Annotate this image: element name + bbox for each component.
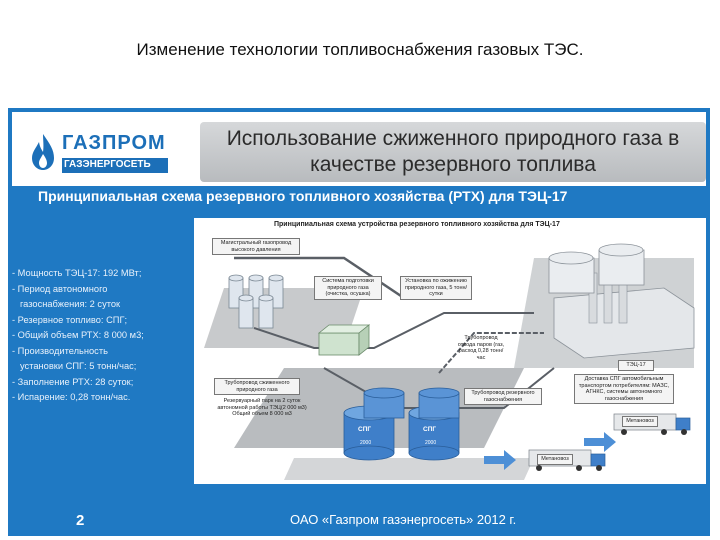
diagram-title: Принципиальная схема устройства резервно… [274,221,560,228]
list-item: - Общий объем РТХ: 8 000 м3; [12,330,144,340]
label-tanker-2: Метановоз [537,454,573,465]
label-gas-prep: Система подготовки природного газа (очис… [314,276,382,300]
lng-tank-2 [408,405,460,461]
list-item: - Мощность ТЭЦ-17: 192 МВт; [12,268,142,278]
list-item: - Заполнение РТХ: 28 суток; [12,376,134,387]
page-title: Изменение технологии топливоснабжения га… [136,40,584,59]
label-reserve-park: Резервуарный парк на 2 суток автономной … [217,398,307,417]
logo-word-gazenergoset: ГАЗЭНЕРГОСЕТЬ [64,159,151,170]
tec-building [553,267,695,359]
label-delivery: Доставка СПГ автомобильным транспортом п… [574,374,674,404]
company-logo: ГАЗПРОМ ГАЗЭНЕРГОСЕТЬ [24,124,174,180]
road [284,458,534,480]
liquefaction-unit [317,324,371,356]
list-item: - Производительность [12,345,108,356]
list-item: - Резервное топливо: СПГ; [12,314,128,325]
list-item: - Испарение: 0,28 тонн/час. [12,392,131,402]
logo-bar [62,158,168,173]
slide: ГАЗПРОМ ГАЗЭНЕРГОСЕТЬ Использование сжиж… [8,108,710,536]
delivery-arrow-1 [484,450,516,470]
label-reserve-pipe: Трубопровод резервного газоснабжения [464,388,542,405]
label-lng-pipe: Трубопровод сжиженного природного газа [214,378,300,395]
boiloff-pipe [438,332,544,374]
logo-word-gazprom: ГАЗПРОМ [62,132,166,154]
banner-line-2: качестве резервного топлива [310,153,596,176]
label-pipeline: Магистральный газопровод высокого давлен… [212,238,300,255]
schematic-drawing [204,243,695,480]
label-tanker-1: Метановоз [622,416,658,427]
schematic-diagram: Принципиальная схема устройства резервно… [194,218,706,484]
list-item: газоснабжения: 2 суток [20,299,121,309]
lng-tank-back-1 [363,387,460,419]
list-item: установки СПГ: 5 тонн/час; [20,361,137,371]
slide-page-number: 2 [76,512,85,529]
label-tec: ТЭЦ-17 [618,360,654,371]
list-item: - Период автономного [12,283,108,294]
title-banner: Использование сжиженного природного газа… [200,122,706,182]
slide-header: ГАЗПРОМ ГАЗЭНЕРГОСЕТЬ Использование сжиж… [12,112,706,186]
tank-2-volume: 2000 [425,440,437,446]
label-boiloff: Трубопровод отвода паров (газ, расход 0,… [457,335,505,361]
tank-1-volume: 2000 [360,440,372,446]
slide-subtitle: Принципиальная схема резервного топливно… [38,188,568,204]
tank-1-label: СПГ [358,426,372,433]
flame-icon [32,134,54,170]
gas-pipe [253,312,534,349]
parameters-list: - Мощность ТЭЦ-17: 192 МВт; - Период авт… [12,266,158,406]
tank-2-label: СПГ [423,426,437,433]
delivery-arrow-2 [584,432,616,452]
slide-footer-org: ОАО «Газпром газэнергосеть» 2012 г. [290,512,517,527]
tec-storage-tanks [548,243,645,294]
banner-line-1: Использование сжиженного природного газа… [226,127,680,150]
banner-text: Использование сжиженного природного газа… [200,126,706,178]
gas-prep-cylinders [228,274,284,329]
label-liquefaction: Установка по ожижению природного газа, 5… [400,276,472,300]
